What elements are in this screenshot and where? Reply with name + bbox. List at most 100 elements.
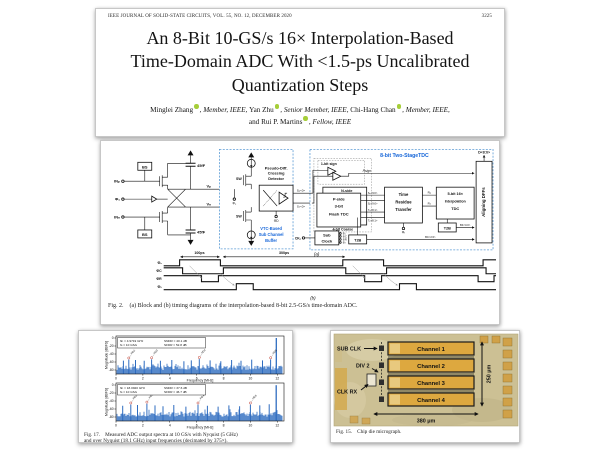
rp-signal-label: Rₚ: [428, 191, 432, 195]
sub-clock-label: Sub: [323, 233, 331, 238]
spur-marker: [127, 356, 131, 360]
plot-frame: [115, 382, 285, 422]
author-role: , Member, IEEE,: [402, 106, 450, 115]
x-tick-label: 6: [196, 376, 198, 380]
sub-clock-label: Clock: [321, 238, 333, 243]
fin-annotation: fin = 18.0920 GHz: [120, 386, 145, 390]
y-tick-label: -20: [109, 391, 114, 395]
phase-pin-label: ΦC: [343, 235, 347, 239]
x-tick-label: 0: [115, 376, 117, 380]
waveform-phit: [163, 283, 497, 291]
author: Minglei Zhang, Member, IEEE,: [150, 104, 250, 115]
sp0-signal-label: Sₚ<0>: [297, 189, 306, 193]
spur-pointer-line: [147, 398, 150, 402]
author-role: , Fellow, IEEE: [308, 118, 352, 127]
die-height-label: 250 μm: [487, 365, 493, 384]
fig17-caption-line: Fig. 17. Measured ADC output spectra at …: [84, 432, 238, 438]
t300-annotation: 300ps: [279, 251, 289, 255]
orcid-icon: [303, 116, 308, 121]
die-photo: Channel 1 Channel 2 Channel 3 Channel 4 …: [333, 333, 519, 427]
spur-marker: [197, 356, 201, 359]
waveform-label: Φₜ: [157, 285, 162, 289]
spur-marker: [150, 356, 153, 360]
trt-label: Time: [399, 192, 409, 197]
x-tick-label: 2: [142, 376, 144, 380]
x-axis-label: Frequency [MHz]: [187, 379, 214, 383]
bc-bus-label: BC<2:0>: [425, 235, 436, 239]
pside-label: P-side: [333, 197, 346, 202]
spur-marker: [196, 401, 200, 405]
die-texture: [334, 335, 513, 426]
crossing-detector-title: Detector: [268, 176, 284, 181]
waveform-label: ΦC: [156, 269, 162, 273]
aligning-dffs-label: Aligning DFFs: [481, 187, 486, 217]
author-line-1: Minglei Zhang, Member, IEEE, Yan Zhu , Se…: [108, 104, 492, 116]
channel-array: Channel 1 Channel 2 Channel 3 Channel 4: [366, 341, 475, 407]
comparator: [332, 171, 342, 181]
journal-header: IEEE JOURNAL OF SOLID-STATE CIRCUITS, VO…: [108, 14, 492, 19]
spur-bars: [122, 403, 270, 421]
vtc-input-circuit: INₚ Φ₁ INₙ BS BS: [114, 150, 220, 245]
clk-rx-label: CLK RX: [337, 390, 357, 396]
x-tick-label: 12: [275, 423, 279, 427]
bs-label: BS: [142, 164, 148, 169]
x-tick-label: 8: [223, 423, 225, 427]
interpolation-tdc-box: [435, 186, 475, 220]
fig15-caption: Fig. 15. Chip die micrograph.: [336, 429, 402, 435]
fig2-drawing: INₚ Φ₁ INₙ BS BS: [114, 148, 497, 301]
author-line-2: and Rui P. Martins, Fellow, IEEE: [108, 116, 492, 128]
y-tick-label: 0: [112, 336, 114, 340]
author-role: , Member, IEEE,: [199, 106, 250, 115]
waveform-phir: [163, 275, 497, 283]
ground-symbol: [248, 240, 255, 246]
buffer-title: Sub Channel: [259, 232, 284, 237]
y-tick-label: -60: [109, 360, 114, 364]
fig2-caption: Fig. 2. (a) Block and (b) timing diagram…: [108, 303, 358, 309]
spur-label: HD3: [148, 392, 155, 399]
x-tick-label: 4: [169, 376, 171, 380]
coarse-label: 4-bit Coarse: [332, 228, 353, 232]
crossing-detector-title: Pseudo-Diff.: [265, 165, 288, 170]
timing-diagram: 100ps 300ps Φₛ ΦC ΦR Φₜ (b): [156, 251, 497, 301]
sndr-annotation: SNDR = 40.1 dB: [164, 339, 187, 343]
sw-label: SW: [236, 177, 242, 181]
orcid-icon: [396, 104, 402, 109]
channel-label: Channel 1: [417, 347, 445, 353]
y-tick-label: -40: [109, 352, 114, 356]
spur-marker: [129, 401, 133, 405]
input-p-label: INₚ: [114, 179, 120, 184]
spur-label: HD4: [200, 348, 207, 355]
author-role: , Senior Member, IEEE,: [280, 106, 351, 115]
spur-label: HD2: [129, 348, 136, 355]
comparator: [327, 166, 337, 176]
two-stage-tdc-block: 8-bit Two-StageTDC 1-bit sign Rsign N-si…: [295, 148, 494, 251]
pside-flash-tdc-box: [316, 192, 362, 228]
annotation-box: [117, 384, 206, 396]
figure2-block-diagram: INₚ Φ₁ INₙ BS BS: [100, 140, 500, 325]
sw-mosfet: [242, 174, 252, 190]
author: Yan Zhu , Senior Member, IEEE,: [249, 104, 351, 115]
capacitor: [185, 229, 196, 234]
nside-label: N-side: [341, 189, 352, 193]
waveform-label: ΦR: [156, 277, 162, 281]
subfigure-a-label: (a): [314, 251, 320, 256]
spur-pointer-line: [129, 354, 132, 358]
div2-label: DIV 2: [356, 364, 369, 370]
tn8-bus-label: Tₙ<8:1>: [368, 208, 378, 212]
supply-symbol: [248, 152, 255, 158]
bf-bus-label: BF<4:0>: [460, 223, 471, 227]
x-tick-label: 8: [223, 376, 225, 380]
phase-pin-label: Φₛ: [343, 232, 346, 236]
author-name: Yan Zhu: [249, 106, 274, 115]
y-tick-label: -60: [109, 407, 114, 411]
t100-annotation: 100ps: [194, 251, 204, 255]
spur-label: HD2: [131, 393, 138, 400]
channel-label: Channel 4: [417, 398, 445, 404]
figure15-die-micrograph: Channel 1 Channel 2 Channel 3 Channel 4 …: [330, 330, 520, 443]
t2b-label: T2B: [354, 238, 361, 242]
channel-block: [387, 392, 475, 407]
y-tick-label: -80: [109, 415, 114, 419]
page-number: 3225: [481, 14, 492, 19]
